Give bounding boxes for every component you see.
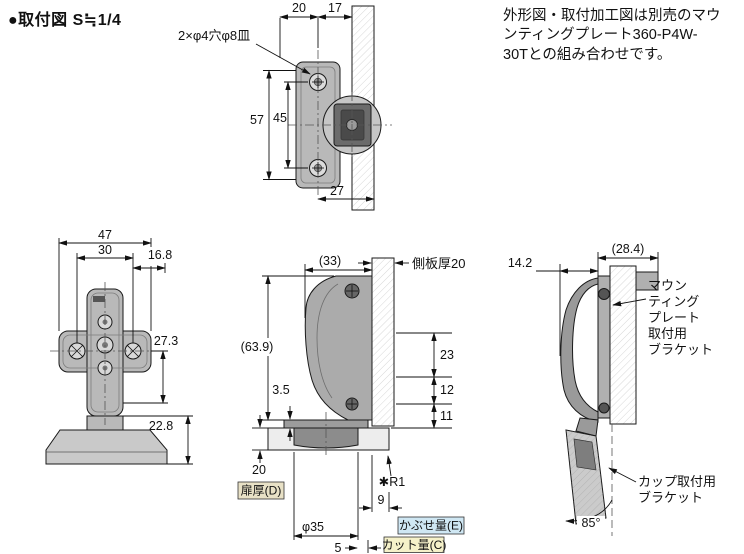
angle-label: 85° [582,516,601,530]
overlay-amount-box [397,516,465,535]
dim-door-20-label: 20 [252,463,266,477]
note-text: 外形図・取付加工図は別売のマウ ンティングプレート360-P4W- 30Tとの組… [503,8,721,63]
dim-22-8-label: 22.8 [149,419,173,433]
bracket-screw-top [598,288,610,300]
plate-bracket-label-line-1: マウン [648,278,687,293]
dim-30-label: 30 [98,243,112,257]
dim-5-label: 5 [335,541,342,554]
angle-label-backing [577,516,605,529]
top-view-dimension-lines [255,14,375,202]
panel-thickness-label: 側板厚20 [412,256,465,271]
open-view-dimension-lines [536,252,659,524]
dim-20-label: 20 [292,1,306,15]
front-view-shapes [45,288,168,465]
front-view-dimension-lines [58,238,193,465]
cup-section [573,438,597,471]
door-thickness-box-label: 扉厚(D) [241,484,282,498]
side-view-callout-boxes: 扉厚(D) かぶせ量(E) カット量(C) [237,481,465,553]
plate-bracket-label-line-3: プレート [648,310,700,325]
plate-bracket-label-line-2: ティング [648,294,699,309]
dim-16-8-label: 16.8 [148,248,172,262]
dim-11-label: 11 [440,409,453,423]
hinge-arm-inner-edge [316,283,339,399]
open-view: (28.4) 14.2 85° マウン ティング プレート 取付用 ブラケット … [508,242,716,536]
dim-12-label: 12 [440,383,454,397]
cut-amount-box [383,536,445,553]
cabinet-panel-hatch [610,266,636,424]
cup-bracket-label-line-1: カップ取付用 [638,474,716,489]
dim-27-3-label: 27.3 [154,334,178,348]
side-view-dimension-lines [252,260,452,553]
dim-3-5-label: 3.5 [272,383,289,397]
base-bracket [45,429,168,465]
dim-27-label: 27 [330,184,344,198]
plate-edge-clip [635,271,659,291]
front-view-texts: 47 30 16.8 27.3 22.8 [98,228,178,433]
open-view-texts: (28.4) 14.2 85° マウン ティング プレート 取付用 ブラケット … [508,242,716,530]
front-view: 47 30 16.8 27.3 22.8 [45,228,193,465]
bracket-screw-bottom [598,402,610,414]
dim-45-label: 45 [273,111,287,125]
top-view: 20 17 57 45 27 2×φ4穴φ8皿 [178,1,392,211]
hole-note-label: 2×φ4穴φ8皿 [178,28,250,43]
dim-47-label: 47 [98,228,112,242]
mounting-plate-bracket [597,275,611,419]
r1-note-label: ✱R1 [379,475,406,489]
dim-63-9-label: (63.9) [241,340,274,354]
cut-amount-box-label: カット量(C) [382,538,447,552]
hinge-arm-profile [304,275,373,421]
plate-bracket-label-line-5: ブラケット [648,342,713,357]
dim-phi35-label: φ35 [302,520,324,534]
top-view-texts: 20 17 57 45 27 2×φ4穴φ8皿 [178,1,344,198]
dim-57-label: 57 [250,113,264,127]
dim-17-label: 17 [328,1,342,15]
cabinet-panel-hatch [372,258,394,426]
plate-column-inner-edge [90,292,120,413]
cup-bracket-label-line-2: ブラケット [638,490,703,505]
plate-bracket-label-line-4: 取付用 [648,326,687,341]
side-view-texts: (33) 側板厚20 (63.9) 3.5 23 12 11 20 ✱R1 9 … [241,254,466,554]
dim-9-label: 9 [378,493,385,507]
side-view-shapes [267,257,395,451]
side-view: (33) 側板厚20 (63.9) 3.5 23 12 11 20 ✱R1 9 … [237,254,466,554]
dim-33-label: (33) [319,254,341,268]
hinge-arm-open [560,277,599,423]
brand-stamp [93,296,105,302]
door-thickness-box [237,481,285,500]
dim-14-2-label: 14.2 [508,256,532,270]
top-view-shapes [295,5,382,211]
dim-28-4-label: (28.4) [612,242,645,256]
open-view-shapes [560,265,659,525]
dim-23-label: 23 [440,348,454,362]
page-title: ●取付図 S≒1/4 [8,12,122,29]
overlay-amount-box-label: かぶせ量(E) [399,519,463,533]
front-view-centerlines [50,282,160,425]
